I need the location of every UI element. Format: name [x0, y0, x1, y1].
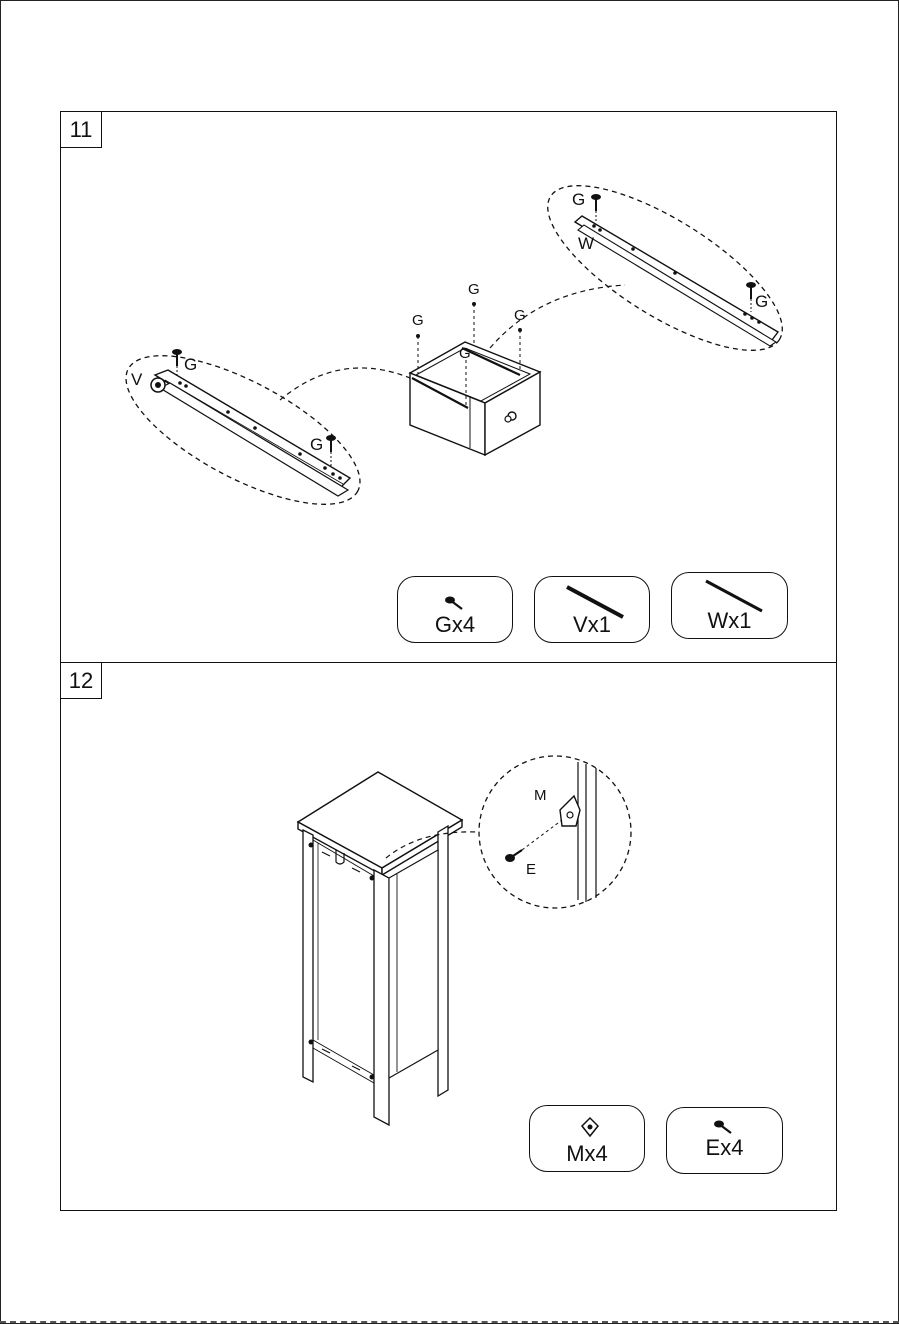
rail-v: [151, 370, 350, 496]
part-box-g: Gx4: [397, 576, 513, 643]
callout-g: G: [310, 435, 323, 454]
screw-icon: [591, 194, 601, 222]
part-label-w: Wx1: [672, 608, 787, 634]
bracket-icon: [530, 1110, 646, 1144]
callout-g: G: [412, 312, 424, 329]
callout-w: W: [578, 234, 594, 253]
part-box-m: Mx4: [529, 1105, 645, 1172]
part-label-v: Vx1: [535, 612, 649, 638]
drawer: G G G G: [410, 281, 540, 455]
part-label-e: Ex4: [667, 1135, 782, 1161]
part-box-e: Ex4: [666, 1107, 783, 1174]
part-box-v: Vx1: [534, 576, 650, 643]
rail-w: [575, 216, 778, 346]
leader-line: [280, 368, 410, 400]
callout-g: G: [572, 190, 585, 209]
callout-v: V: [131, 370, 143, 389]
screw-icon: [326, 435, 336, 466]
callout-g: G: [514, 307, 526, 324]
part-box-w: Wx1: [671, 572, 788, 639]
callout-g: G: [459, 345, 471, 362]
callout-e: E: [526, 861, 536, 878]
part-label-g: Gx4: [398, 612, 512, 638]
detail-magnifier: M E: [479, 756, 631, 908]
callout-g: G: [755, 292, 768, 311]
callout-g: G: [468, 281, 480, 298]
leader-line: [490, 285, 625, 348]
cabinet: [298, 772, 462, 1125]
part-label-m: Mx4: [530, 1141, 644, 1167]
callout-g: G: [184, 355, 197, 374]
left-rail-assembly: V G G: [106, 327, 381, 534]
callout-m: M: [534, 787, 547, 804]
right-rail-assembly: G W G: [525, 156, 805, 380]
